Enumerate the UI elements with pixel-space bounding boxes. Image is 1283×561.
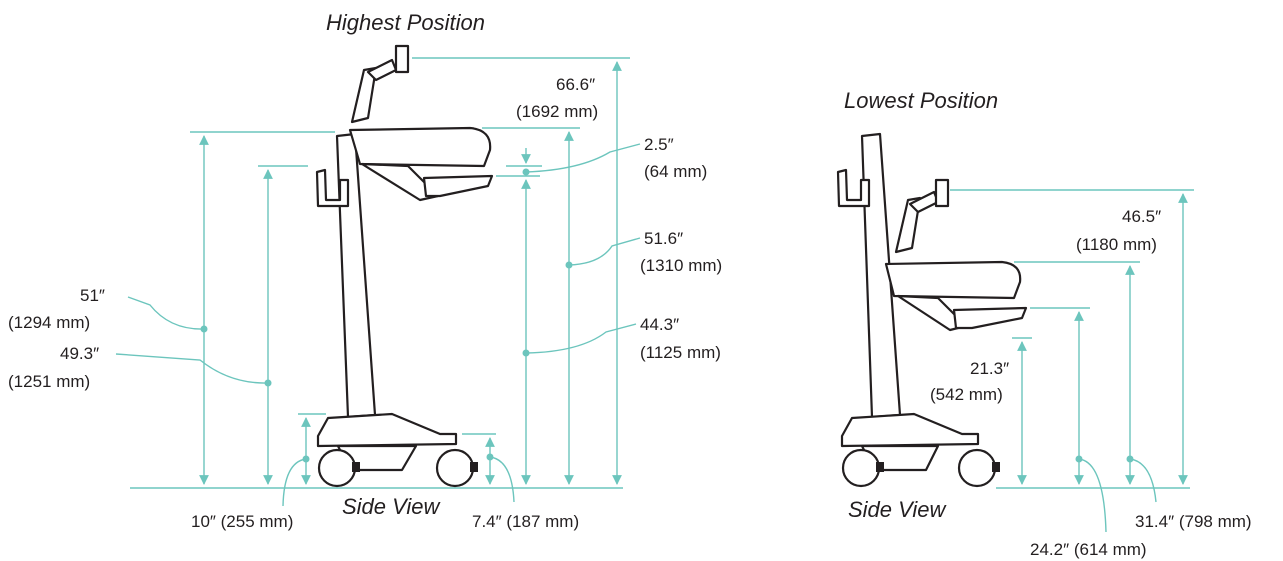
left-cart-worksurface — [348, 126, 492, 168]
right-dim-total-in: 46.5″ — [1122, 207, 1161, 226]
left-dim-worksurface-in: 51.6″ — [644, 229, 683, 248]
right-cart-monitor-mount — [934, 178, 950, 208]
left-dim-gap-in: 2.5″ — [644, 135, 674, 154]
left-cart-wheel-front — [317, 448, 357, 488]
right-dim-keyboard-in: 21.3″ — [970, 359, 1009, 378]
right-cart-keyboard-tray — [952, 306, 1028, 330]
left-dim-base2-leader — [489, 456, 515, 503]
right-cart-base — [840, 412, 980, 448]
right-cart-wheel-front — [841, 448, 881, 488]
right-cart-handle — [836, 168, 871, 208]
left-cart-arm-upper — [366, 58, 398, 82]
left-dim-handle-in: 49.3″ — [60, 344, 99, 363]
right-dim-mid-label: 24.2″ (614 mm) — [1030, 540, 1147, 559]
left-view: Highest Position — [8, 10, 722, 531]
left-cart-caster-rear — [470, 462, 478, 472]
left-dim-worksurface-mm: (1310 mm) — [640, 256, 722, 275]
left-cart-handle — [315, 168, 350, 208]
left-dim-keyboard-mm: (1125 mm) — [640, 343, 721, 362]
left-dim-base-label: 10″ (255 mm) — [191, 512, 293, 531]
right-view: Lowest Position — [836, 88, 1252, 559]
left-cart-wheel-rear — [435, 448, 475, 488]
left-dim-total-mm: (1692 mm) — [516, 102, 598, 121]
right-cart-arm-upper — [908, 190, 940, 214]
left-view-caption: Side View — [342, 494, 442, 519]
right-dim-worksurface-leader — [1129, 458, 1157, 503]
left-cart-monitor-mount — [394, 44, 410, 74]
left-dim-gap-leader — [525, 143, 641, 173]
right-cart-illustration — [836, 132, 1028, 488]
left-dim-total-in: 66.6″ — [556, 75, 595, 94]
left-dim-handle-top-in: 51″ — [80, 286, 105, 305]
right-dim-worksurface-label: 31.4″ (798 mm) — [1135, 512, 1252, 531]
right-dim-total-mm: (1180 mm) — [1076, 235, 1157, 254]
left-dim-worksurface-leader — [568, 237, 641, 266]
left-dim-handle-mm: (1251 mm) — [8, 372, 90, 391]
left-cart-caster-front — [352, 462, 360, 472]
right-cart-worksurface — [884, 260, 1022, 300]
left-cart-mast — [335, 132, 377, 419]
left-dim-keyboard-in: 44.3″ — [640, 315, 679, 334]
right-dim-keyboard-mm: (542 mm) — [930, 385, 1003, 404]
left-cart-base — [316, 412, 458, 448]
left-dim-base2-label: 7.4″ (187 mm) — [472, 512, 579, 531]
left-cart-illustration — [315, 44, 494, 488]
right-view-caption: Side View — [848, 497, 948, 522]
left-dim-handle-leader — [115, 353, 269, 384]
right-cart-caster-rear — [992, 462, 1000, 472]
right-dim-mid-leader — [1078, 458, 1107, 533]
left-view-title: Highest Position — [326, 10, 485, 35]
right-cart-caster-front — [876, 462, 884, 472]
left-dim-handle-top-leader — [127, 296, 205, 330]
left-dim-base-leader — [282, 458, 307, 507]
left-dim-gap-mm: (64 mm) — [644, 162, 707, 181]
right-view-title: Lowest Position — [844, 88, 998, 113]
left-dim-handle-top-mm: (1294 mm) — [8, 313, 90, 332]
right-cart-wheel-rear — [957, 448, 997, 488]
left-dim-keyboard-leader — [525, 323, 637, 354]
left-cart-keyboard-tray — [422, 174, 494, 198]
